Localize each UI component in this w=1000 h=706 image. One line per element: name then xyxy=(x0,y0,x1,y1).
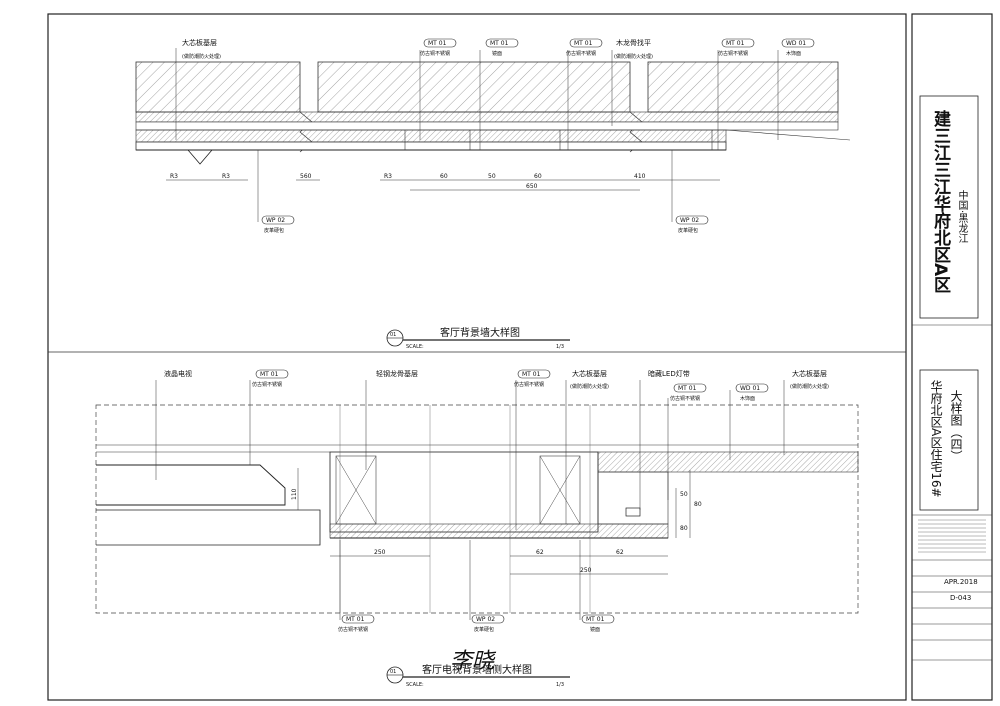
svg-text:01: 01 xyxy=(390,332,396,338)
svg-text:MT 01: MT 01 xyxy=(490,40,509,47)
svg-text:SCALE:: SCALE: xyxy=(406,344,424,350)
svg-text:仿古铜不锈钢: 仿古铜不锈钢 xyxy=(514,381,544,388)
date-value: APR.2018 xyxy=(944,578,978,586)
s2-dim-0: 110 xyxy=(291,488,298,500)
s2-dim-3: 62 xyxy=(616,549,624,556)
svg-text:MT 01: MT 01 xyxy=(574,40,593,47)
svg-text:镜面: 镜面 xyxy=(590,626,600,633)
s2-label-led: 暗藏LED灯带 xyxy=(648,369,690,378)
s1-dim-1: R3 xyxy=(222,173,230,180)
s2-tag-2: MT 01 仿古铜不锈钢 xyxy=(670,383,707,402)
svg-text:MT 01: MT 01 xyxy=(678,385,697,392)
svg-text:皮革硬包: 皮革硬包 xyxy=(678,227,698,234)
s2-label-fire: (做防潮防火处理) xyxy=(570,383,609,390)
s2-tag-0: MT 01 仿古铜不锈钢 xyxy=(252,369,289,388)
sheet-border xyxy=(47,13,907,701)
s1-tag-3: MT 01 仿古铜不锈钢 xyxy=(718,38,755,57)
svg-text:木饰面: 木饰面 xyxy=(740,395,755,402)
s1-tag-0: MT 01 仿古铜不锈钢 xyxy=(420,38,457,57)
svg-text:MT 01: MT 01 xyxy=(346,616,365,623)
s1-dim-6: 60 xyxy=(534,173,542,180)
s2-label-tv: 液晶电视 xyxy=(164,369,192,378)
sheet-number: D-043 xyxy=(950,594,972,602)
s2-title-block: 01 客厅电视背景墙侧大样图 SCALE: 1/3 xyxy=(386,663,570,688)
s1-tag-4: WD 01 木饰面 xyxy=(781,38,815,57)
s1-title: 客厅背景墙大样图 xyxy=(440,326,520,339)
s2-tag-5: WP 02 皮革硬包 xyxy=(471,614,505,633)
s1-dim-8: 410 xyxy=(634,173,646,180)
drawing-name: 华府北区A区住宅16# xyxy=(929,380,943,498)
s2-dim-7: 50 xyxy=(680,491,688,498)
svg-text:WP 02: WP 02 xyxy=(680,217,699,224)
svg-text:仿古铜不锈钢: 仿古铜不锈钢 xyxy=(718,50,748,57)
s2-tag-1: MT 01 仿古铜不锈钢 xyxy=(514,369,551,388)
svg-text:01: 01 xyxy=(390,669,396,675)
s1-dim-5: 50 xyxy=(488,173,496,180)
title-block-frame xyxy=(911,13,993,701)
project-name: 建三江三江华府北区A区 xyxy=(930,110,950,294)
s2-dim-4: 250 xyxy=(580,567,592,574)
s1-label-fire: (做防潮防火处理) xyxy=(182,53,221,60)
svg-text:仿古铜不锈钢: 仿古铜不锈钢 xyxy=(566,50,596,57)
s2-label-fire2: (做防潮防火处理) xyxy=(790,383,829,390)
s2-label-steel-keel: 轻钢龙骨基层 xyxy=(376,369,418,378)
svg-text:WD 01: WD 01 xyxy=(786,40,806,47)
s2-title: 客厅电视背景墙侧大样图 xyxy=(422,663,532,676)
svg-text:SCALE:: SCALE: xyxy=(406,682,424,688)
project-location: 中国·黑龙江 xyxy=(956,190,967,244)
svg-text:WP 02: WP 02 xyxy=(266,217,285,224)
section1-plan xyxy=(135,48,851,222)
s1-tag-5: WP 02 皮革硬包 xyxy=(261,215,295,234)
s2-tag-4: MT 01 仿古铜不锈钢 xyxy=(338,614,375,633)
s2-label-core: 大芯板基层 xyxy=(572,369,607,378)
svg-text:木饰面: 木饰面 xyxy=(786,50,801,57)
s1-dim-7: 650 xyxy=(526,183,538,190)
s1-dim-3: R3 xyxy=(384,173,392,180)
svg-text:仿古铜不锈钢: 仿古铜不锈钢 xyxy=(338,626,368,633)
svg-text:MT 01: MT 01 xyxy=(260,371,279,378)
s1-title-block: 01 客厅背景墙大样图 SCALE: 1/3 xyxy=(386,326,570,350)
s1-label-fire2: (做防潮防火处理) xyxy=(614,53,653,60)
s1-tag-1: MT 01 镜面 xyxy=(485,38,519,57)
svg-text:皮革硬包: 皮革硬包 xyxy=(474,626,494,633)
s2-dim-2: 62 xyxy=(536,549,544,556)
s1-dim-0: R3 xyxy=(170,173,178,180)
svg-text:WD 01: WD 01 xyxy=(740,385,760,392)
svg-text:镜面: 镜面 xyxy=(492,50,502,57)
svg-text:MT 01: MT 01 xyxy=(726,40,745,47)
section2-plan xyxy=(95,380,859,620)
s2-dim-6: 80 xyxy=(680,525,688,532)
s2-tag-3: WD 01 木饰面 xyxy=(735,383,769,402)
signature: 李晓 xyxy=(450,649,497,674)
s2-dim-1: 250 xyxy=(374,549,386,556)
svg-text:MT 01: MT 01 xyxy=(522,371,541,378)
s1-tag-2: MT 01 仿古铜不锈钢 xyxy=(566,38,603,57)
s2-dim-5: 80 xyxy=(694,501,702,508)
svg-text:WP 02: WP 02 xyxy=(476,616,495,623)
svg-text:1/3: 1/3 xyxy=(556,682,564,688)
s1-dim-4: 60 xyxy=(440,173,448,180)
drawing-sub: 大样图（四） xyxy=(949,390,963,462)
s2-label-core2: 大芯板基层 xyxy=(792,369,827,378)
svg-text:MT 01: MT 01 xyxy=(586,616,605,623)
s1-label-core-board: 大芯板基层 xyxy=(182,38,217,47)
svg-text:皮革硬包: 皮革硬包 xyxy=(264,227,284,234)
svg-text:MT 01: MT 01 xyxy=(428,40,447,47)
svg-text:仿古铜不锈钢: 仿古铜不锈钢 xyxy=(252,381,282,388)
s1-tag-6: WP 02 皮革硬包 xyxy=(675,215,709,234)
s1-label-keel: 木龙骨找平 xyxy=(616,38,651,47)
s1-dim-2: 560 xyxy=(300,173,312,180)
svg-text:仿古铜不锈钢: 仿古铜不锈钢 xyxy=(420,50,450,57)
svg-text:仿古铜不锈钢: 仿古铜不锈钢 xyxy=(670,395,700,402)
svg-text:1/3: 1/3 xyxy=(556,344,564,350)
s2-tag-6: MT 01 镜面 xyxy=(581,614,615,633)
